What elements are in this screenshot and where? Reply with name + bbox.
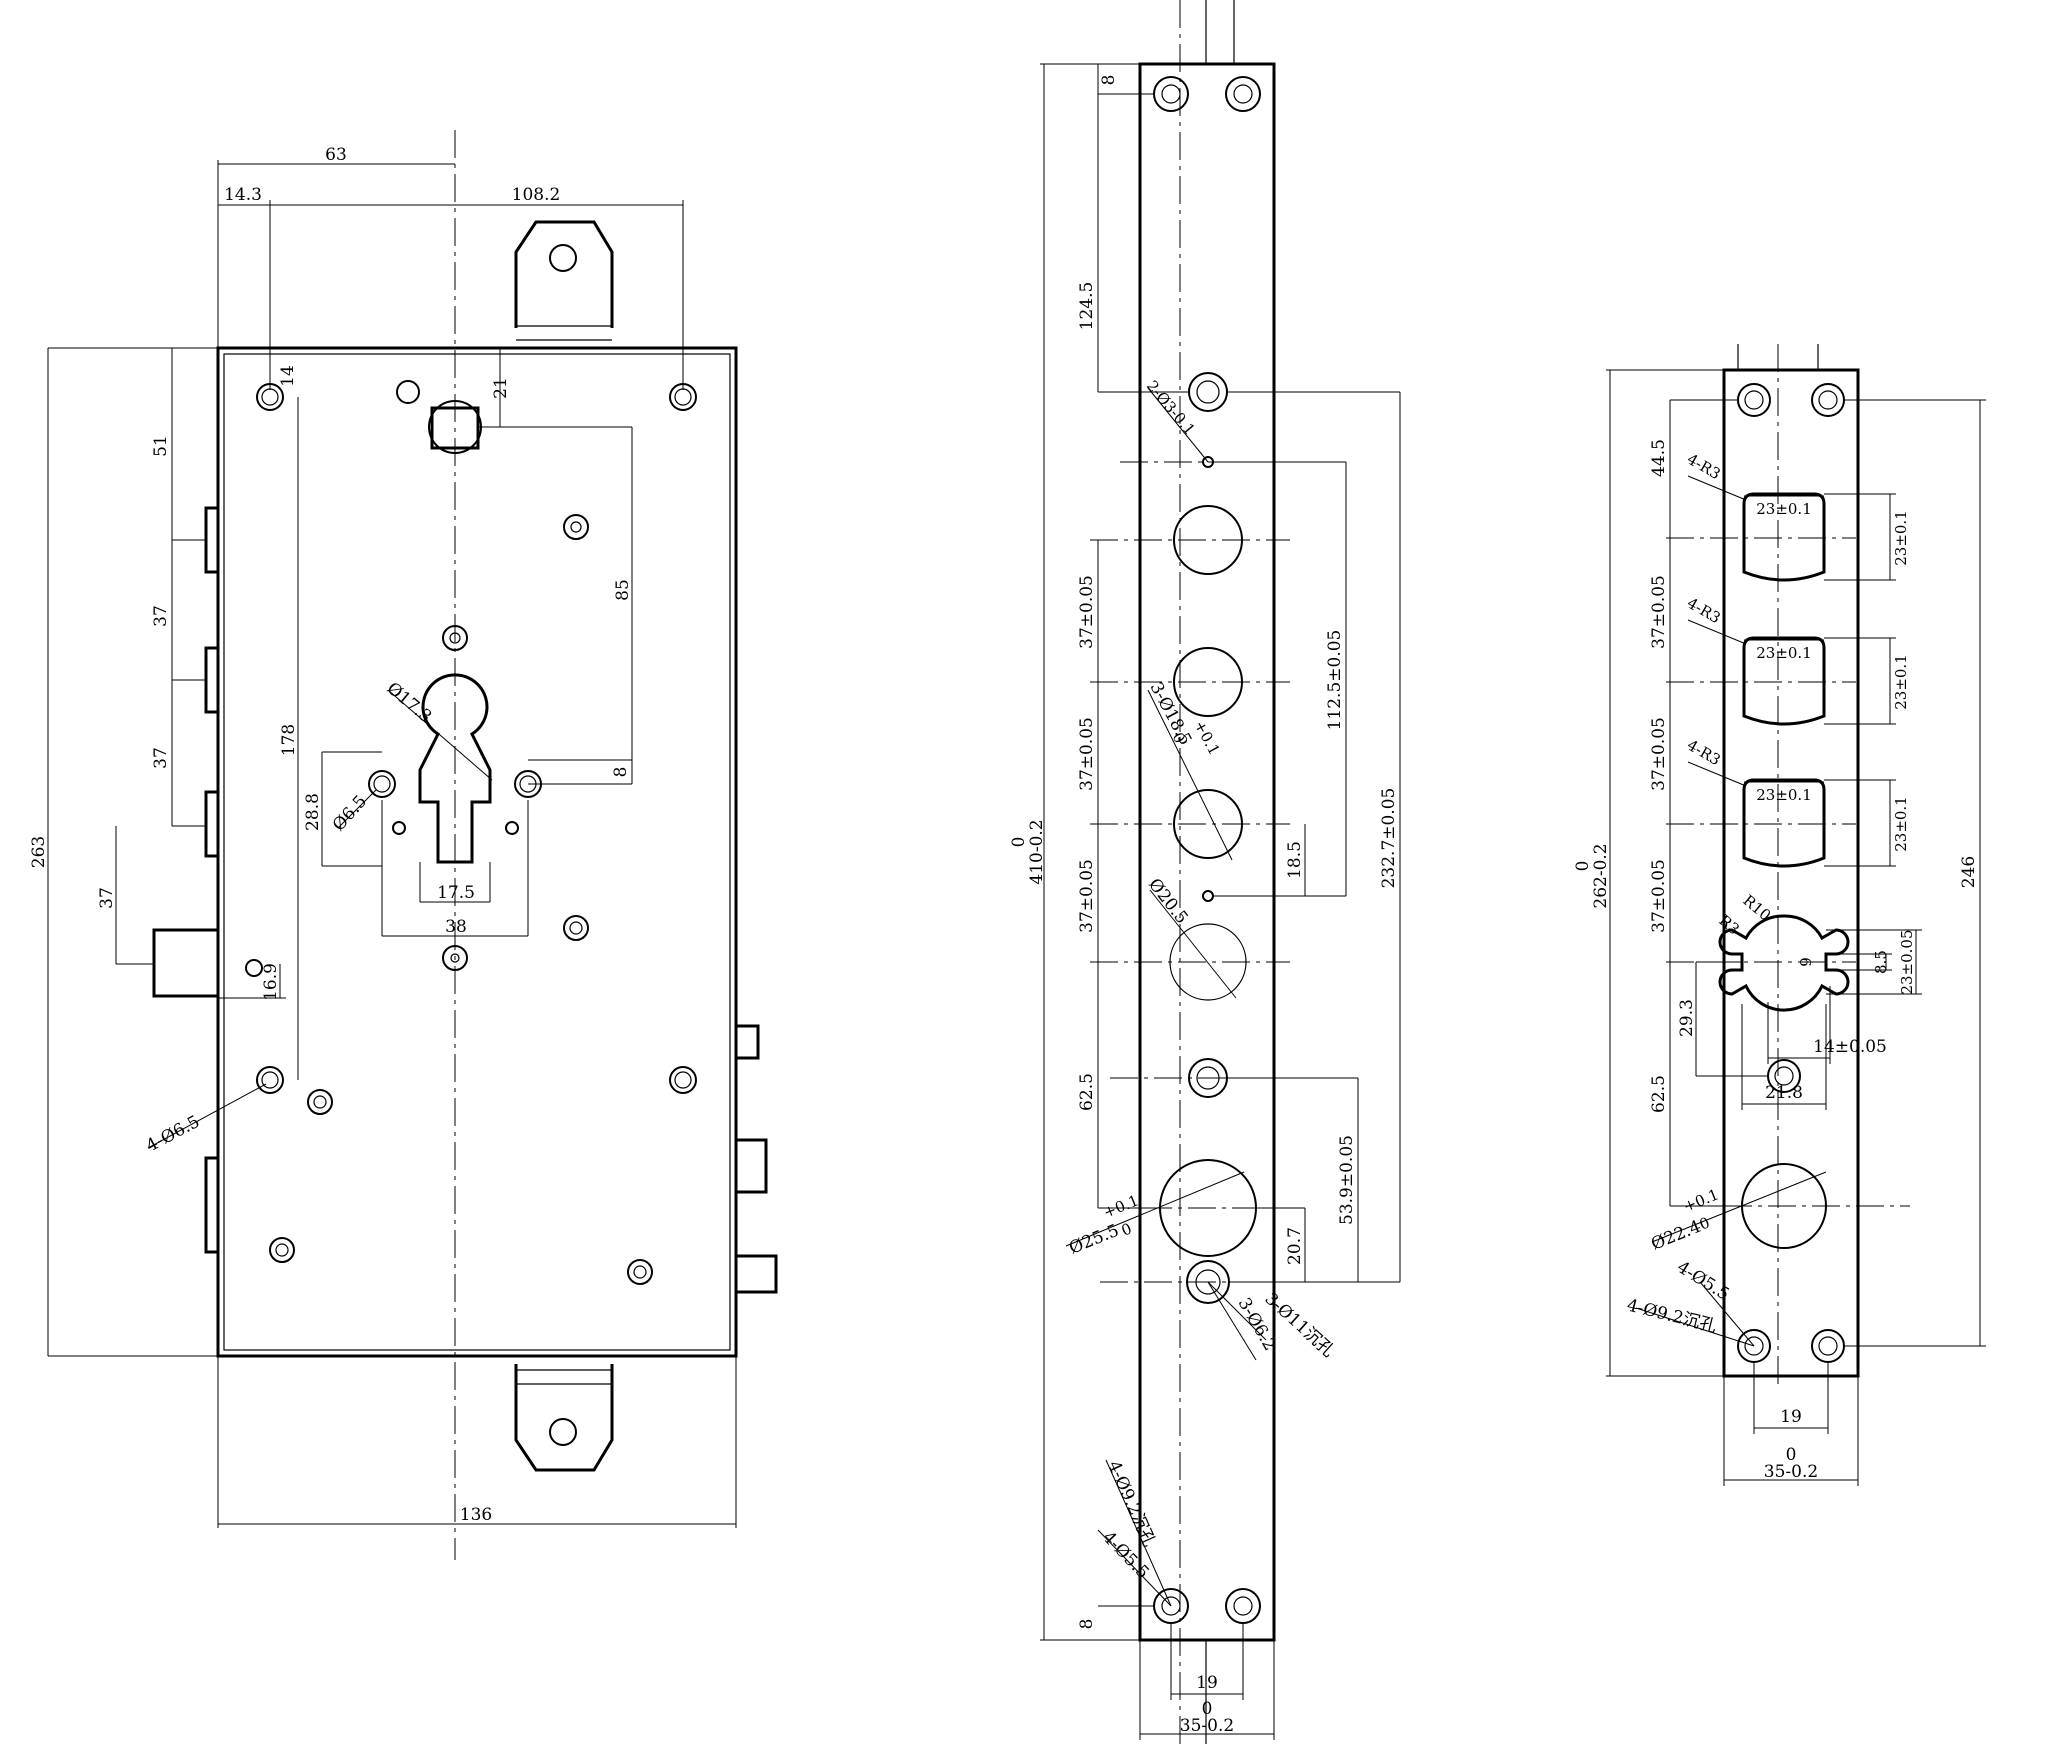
dim-38: 38 (445, 917, 467, 937)
short-plate-view: 44.5 4-R3 4-R3 4-R3 23±0.1 23±0.1 23±0.1… (1573, 344, 1986, 1486)
lp-dim-37-b: 37±0.05 (1077, 717, 1097, 791)
dim-263: 263 (29, 836, 49, 868)
sp-dim-23-005: 23±0.05 (1898, 929, 1916, 994)
lp-dim-dia-25-5: Ø25.5 (1066, 1221, 1122, 1259)
lp-dim-3-holes-11-cb: 3-Ø11沉孔 (1261, 1289, 1338, 1362)
sp-sq23v-b: 23±0.1 (1892, 654, 1910, 710)
dim-108-2: 108.2 (512, 185, 561, 205)
dim-37-b: 37 (151, 747, 171, 769)
lp-dim-19: 19 (1196, 1673, 1218, 1693)
sp-sq23v-a: 23±0.1 (1892, 510, 1910, 566)
lp-dim-width-35: 35-0.2 (1180, 1716, 1234, 1736)
dim-14: 14 (278, 365, 298, 387)
dim-85: 85 (613, 579, 633, 601)
dim-51: 51 (151, 435, 171, 457)
sp-dim-4-holes-9-2-cb: 4-Ø9.2沉孔 (1625, 1295, 1719, 1337)
dim-8: 8 (611, 767, 631, 778)
sp-r3-a: 4-R3 (1684, 450, 1724, 483)
long-plate-outline (1138, 62, 1276, 1642)
short-plate-outline (1722, 368, 1860, 1378)
lp-dim-124-5: 124.5 (1077, 282, 1097, 331)
dim-dia-17-3: Ø17.3 (383, 679, 436, 728)
dim-37-a: 37 (151, 605, 171, 627)
dim-14-3: 14.3 (224, 185, 262, 205)
square-hub (430, 406, 480, 450)
lp-dim-37-a: 37±0.05 (1077, 575, 1097, 649)
dim-28-8: 28.8 (303, 793, 323, 831)
sp-tol-plus: +0.1 (1681, 1185, 1722, 1215)
lp-dim-410: 410-0.2 (1027, 819, 1047, 884)
sp-r3-c: 4-R3 (1684, 736, 1724, 769)
top-mount-tab (514, 220, 614, 341)
sp-dim-37-b: 37±0.05 (1649, 717, 1669, 791)
sp-dim-29-3: 29.3 (1677, 999, 1697, 1037)
lp-dim-37-c: 37±0.05 (1077, 859, 1097, 933)
dim-16-9: 16.9 (261, 963, 281, 1001)
sp-dim-246: 246 (1959, 856, 1979, 888)
lp-tol-zero-b: 0 (1119, 1219, 1135, 1239)
sp-dim-14-005: 14±0.05 (1813, 1037, 1887, 1057)
latch-bolt (152, 928, 220, 998)
lp-dim-width-zero: 0 (1202, 1699, 1213, 1719)
cylinder-cutout (418, 673, 492, 864)
lp-dim-232-7: 232.7±0.05 (1379, 788, 1399, 889)
lp-dim-18-5: 18.5 (1285, 841, 1305, 879)
dim-63: 63 (325, 145, 347, 165)
sp-r3-b: 4-R3 (1684, 594, 1724, 627)
sp-dim-62-5: 62.5 (1649, 1075, 1669, 1113)
sp-sq23-a: 23±0.1 (1756, 500, 1812, 518)
sp-dim-19: 19 (1780, 1407, 1802, 1427)
dim-37-c: 37 (97, 887, 117, 909)
dim-21: 21 (491, 377, 511, 399)
sp-dim-width-35: 35-0.2 (1764, 1462, 1818, 1482)
sp-sq23-c: 23±0.1 (1756, 786, 1812, 804)
dim-dia-6-5: Ø6.5 (329, 792, 371, 836)
lock-body-outline (216, 346, 738, 1358)
dim-17-5: 17.5 (437, 883, 475, 903)
sp-sq23-b: 23±0.1 (1756, 644, 1812, 662)
dim-136: 136 (460, 1505, 492, 1525)
long-plate-view: 8 124.5 2-Ø3-0.1 37±0.05 37±0.05 37±0.05… (1009, 0, 1401, 1744)
lp-dim-53-9: 53.9±0.05 (1337, 1135, 1357, 1225)
sp-sq23v-c: 23±0.1 (1892, 796, 1910, 852)
lp-dim-dia-20-5: Ø20.5 (1144, 875, 1192, 928)
lp-dim-20-7: 20.7 (1285, 1227, 1305, 1265)
sp-dim-dia-22-4: Ø22.4 (1648, 1217, 1704, 1255)
latch-pocket (1718, 914, 1850, 1012)
lp-dim-112-5: 112.5±0.05 (1325, 630, 1345, 731)
dim-178: 178 (279, 724, 299, 756)
sp-dim-37-a: 37±0.05 (1649, 575, 1669, 649)
sp-dim-21-8: 21.8 (1765, 1083, 1803, 1103)
sp-dim-262-zero: 0 (1573, 861, 1593, 872)
lock-body-view: 63 14.3 108.2 14 21 51 37 37 37 263 178 … (29, 130, 778, 1560)
sp-dim-8-5: 8.5 (1872, 950, 1890, 974)
bottom-mount-tab (514, 1364, 614, 1472)
sp-dim-37-c: 37±0.05 (1649, 859, 1669, 933)
sp-dim-44-5: 44.5 (1649, 439, 1669, 477)
lp-dim-bottom-8: 8 (1077, 1619, 1097, 1630)
lp-dim-top-8: 8 (1099, 75, 1119, 86)
sp-dim-262: 262-0.2 (1591, 843, 1611, 908)
lp-dim-62-5: 62.5 (1077, 1073, 1097, 1111)
lp-dim-410-zero: 0 (1009, 837, 1029, 848)
sp-dim-width-zero: 0 (1786, 1445, 1797, 1465)
dim-4-holes-6-5: 4-Ø6.5 (143, 1112, 203, 1157)
sp-dim-6: 6 (1796, 957, 1814, 967)
